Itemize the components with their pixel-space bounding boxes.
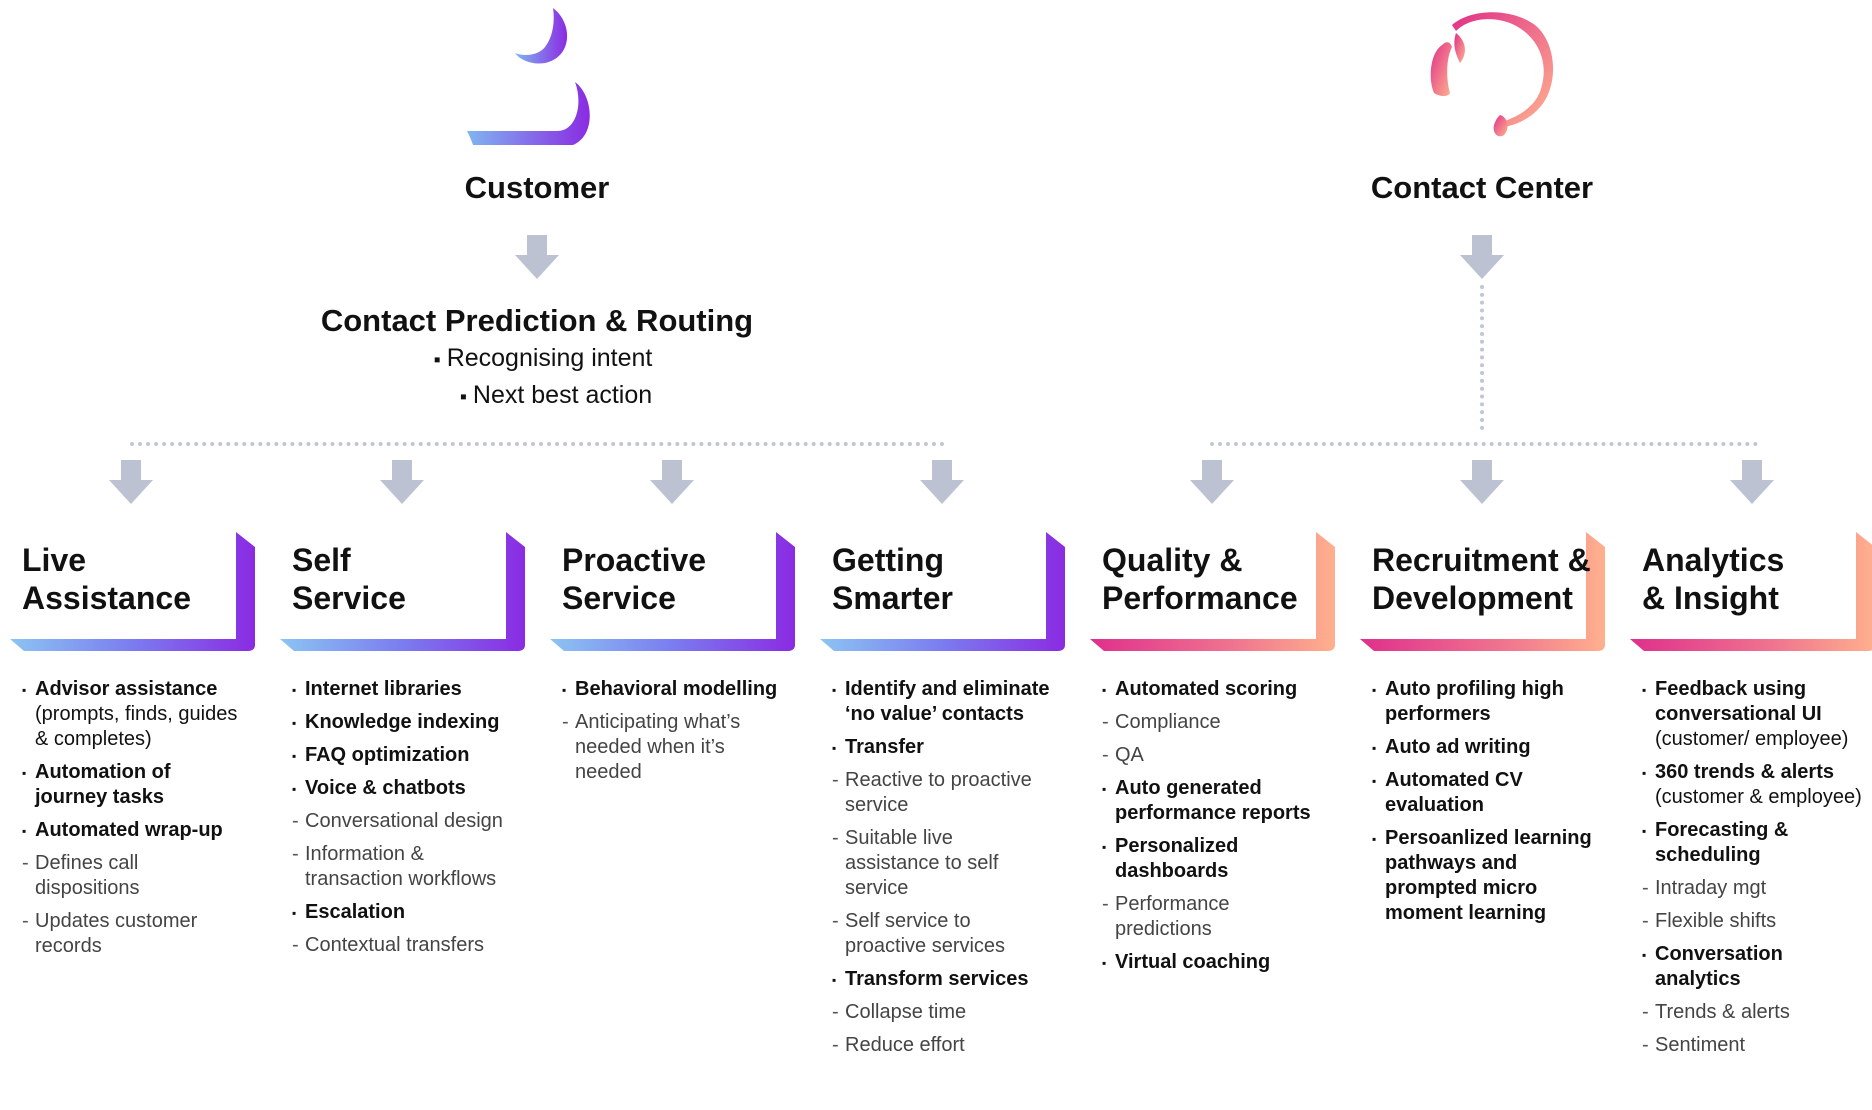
list-item: Automated wrap-up — [22, 818, 242, 844]
list-item: Anticipating what’s needed when it’s nee… — [562, 710, 782, 785]
list-item: Trends & alerts — [1642, 1000, 1862, 1025]
list-item: Compliance — [1102, 710, 1322, 735]
down-arrow-icon — [1460, 460, 1504, 504]
column-list-getting-smarter: Identify and eliminate ‘no value’ contac… — [832, 677, 1052, 1066]
list-item: Auto ad writing — [1372, 735, 1592, 761]
column-list-live-assistance: Advisor assistance (prompts, finds, guid… — [22, 677, 242, 967]
list-item: Forecasting & scheduling — [1642, 818, 1862, 868]
list-item: Conversation analytics — [1642, 942, 1862, 992]
column-title-quality-performance: Quality &Performance — [1102, 542, 1298, 616]
list-item: Performance predictions — [1102, 892, 1322, 942]
list-item: Automation of journey tasks — [22, 760, 242, 810]
down-arrow-icon — [109, 460, 153, 504]
list-item: Automated CV evaluation — [1372, 768, 1592, 818]
customer-icon — [467, 8, 590, 145]
down-arrow-icon — [650, 460, 694, 504]
list-item: Reactive to proactive service — [832, 768, 1052, 818]
down-arrow-icon — [1730, 460, 1774, 504]
column-title-analytics-insight: Analytics& Insight — [1642, 542, 1785, 616]
list-item: Reduce effort — [832, 1033, 1052, 1058]
list-item: FAQ optimization — [292, 743, 512, 769]
list-item: Auto generated performance reports — [1102, 776, 1322, 826]
right-connector — [1210, 442, 1758, 446]
column-list-analytics-insight: Feedback using conversational UI (custom… — [1642, 677, 1862, 1066]
list-item: Internet libraries — [292, 677, 512, 703]
routing-title: Contact Prediction & Routing — [320, 303, 754, 338]
list-item: 360 trends & alerts (customer & employee… — [1642, 760, 1862, 810]
list-item: Voice & chatbots — [292, 776, 512, 802]
list-item: Behavioral modelling — [562, 677, 782, 703]
down-arrow-icon — [920, 460, 964, 504]
headset-icon — [1430, 12, 1554, 137]
list-item: Auto profiling high performers — [1372, 677, 1592, 727]
list-item: QA — [1102, 743, 1322, 768]
list-item: Self service to proactive services — [832, 909, 1052, 959]
list-item: Collapse time — [832, 1000, 1052, 1025]
left-connector — [130, 442, 945, 446]
list-item: Flexible shifts — [1642, 909, 1862, 934]
list-item: Automated scoring — [1102, 677, 1322, 703]
column-list-self-service: Internet libraries Knowledge indexing FA… — [292, 677, 512, 966]
list-item: Personalized dashboards — [1102, 834, 1322, 884]
list-item: Persoanlized learning pathways and promp… — [1372, 826, 1592, 926]
column-list-proactive-service: Behavioral modelling Anticipating what’s… — [562, 677, 782, 793]
down-arrow-icon — [515, 235, 559, 279]
column-bracket — [1090, 532, 1335, 651]
list-item: Identify and eliminate ‘no value’ contac… — [832, 677, 1052, 727]
column-bracket — [550, 532, 795, 651]
routing-item: ▪Next best action — [459, 381, 653, 409]
column-bracket — [820, 532, 1065, 651]
list-item: Virtual coaching — [1102, 950, 1322, 976]
list-item: Feedback using conversational UI (custom… — [1642, 677, 1862, 752]
list-item: Updates customer records — [22, 909, 242, 959]
contact-center-title: Contact Center — [1370, 170, 1594, 205]
down-arrow-icon — [1190, 460, 1234, 504]
list-item: Contextual transfers — [292, 933, 512, 958]
column-bracket — [1630, 532, 1872, 651]
list-item: Transform services — [832, 967, 1052, 993]
customer-title: Customer — [464, 170, 610, 205]
column-list-recruitment-development: Auto profiling high performers Auto ad w… — [1372, 677, 1592, 934]
column-list-quality-performance: Automated scoring Compliance QA Auto gen… — [1102, 677, 1322, 983]
column-bracket — [280, 532, 525, 651]
list-item: Sentiment — [1642, 1033, 1862, 1058]
column-title-recruitment-development: Recruitment &Development — [1372, 542, 1591, 616]
list-item: Suitable live assistance to self service — [832, 826, 1052, 901]
list-item: Advisor assistance (prompts, finds, guid… — [22, 677, 242, 752]
list-item: Conversational design — [292, 809, 512, 834]
list-item: Transfer — [832, 735, 1052, 761]
column-bracket — [10, 532, 255, 651]
list-item: Defines call dispositions — [22, 851, 242, 901]
list-item: Escalation — [292, 900, 512, 926]
list-item: Intraday mgt — [1642, 876, 1862, 901]
list-item: Information & transaction workflows — [292, 842, 512, 892]
routing-item: ▪Recognising intent — [433, 344, 653, 372]
down-arrow-icon — [380, 460, 424, 504]
right-vertical-connector — [1480, 285, 1484, 430]
list-item: Knowledge indexing — [292, 710, 512, 736]
column-bracket — [1360, 532, 1605, 651]
down-arrow-icon — [1460, 235, 1504, 279]
